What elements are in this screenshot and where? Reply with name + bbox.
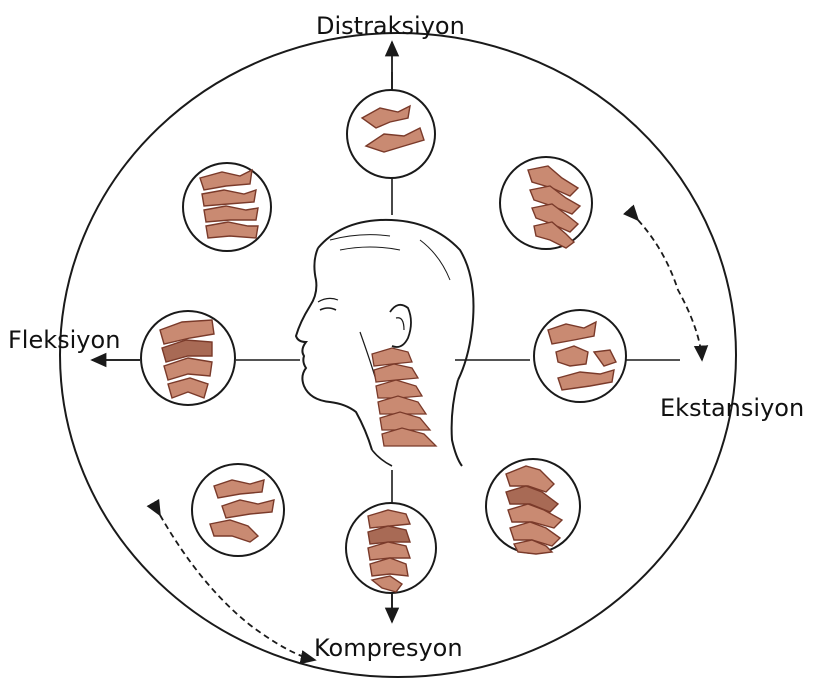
distraction-label: Distraksiyon [316,14,465,38]
vertebrae-icon [486,459,580,554]
vertebrae-icon [346,503,436,593]
flexion-label: Fleksiyon [8,328,120,352]
vertebrae-icon [500,157,592,249]
vertebrae-icon [347,90,435,178]
vertebrae-icon [141,311,235,405]
extension-label: Ekstansiyon [660,396,804,420]
vertebrae-icon [534,310,626,402]
compression-label: Kompresyon [314,636,463,660]
cervical-spine-icon [372,348,436,446]
vertebrae-icon [192,464,284,556]
extension-rotation-arrow [638,220,702,360]
vertebrae-icon [183,163,271,251]
